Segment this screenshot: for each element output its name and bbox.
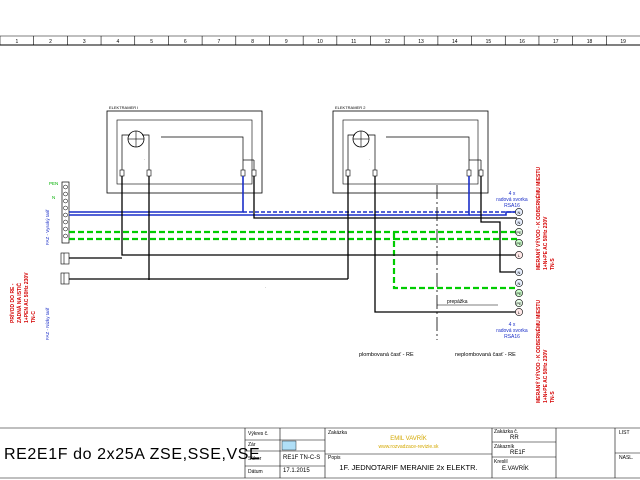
meter-box-2: ELEKTRAMER 2 . <box>332 105 489 194</box>
svg-text:.: . <box>369 156 370 161</box>
zakazka-no-value: RR <box>510 435 519 441</box>
svg-text:PE: PE <box>516 230 522 235</box>
svg-text:N: N <box>518 270 521 275</box>
popis-label: Popis <box>328 455 341 461</box>
company-name: EMIL VAVRÍK <box>390 436 427 442</box>
zakazka-no-label: Zakázka č. <box>494 429 519 435</box>
ruler-number: 3 <box>83 39 86 45</box>
company-web: www.rozvadzace-revizie.sk <box>378 444 439 450</box>
ruler-number: 14 <box>452 39 458 45</box>
zakaznik-value: RE1F <box>510 450 526 456</box>
meter-box-2-label: ELEKTRAMER 2 <box>335 105 366 110</box>
note-line: 1+N+PE AC 50Hz 230V <box>543 216 549 270</box>
svg-text:.: . <box>144 156 145 161</box>
zakaznik-label: Zákazník <box>494 444 515 450</box>
phase-high-label: FAZ - Vysoký tarif <box>45 209 50 245</box>
svg-text:N: N <box>518 220 521 225</box>
pen-label: PEN <box>49 181 58 186</box>
neutral-wiring <box>69 176 517 216</box>
subor-value: RE1F TN-C-S <box>283 455 321 461</box>
svg-text:.: . <box>265 284 266 289</box>
kreslil-value: E.VAVRÍK <box>502 466 529 472</box>
description: 1F. JEDNOTARIF MERANIE 2x ELEKTR. <box>339 463 478 472</box>
note-line: PRÍVOD DO RE - <box>8 283 16 323</box>
ruler-number: 6 <box>184 39 187 45</box>
ruler-number: 15 <box>486 39 492 45</box>
svg-text:PE: PE <box>516 241 522 246</box>
nasl-label: NASL. <box>619 455 634 461</box>
svg-text:N: N <box>518 210 521 215</box>
note-line: ZADNÁ NA ISTIČ <box>16 283 23 323</box>
kreslil-label: Kreslil <box>494 459 508 465</box>
svg-text:L: L <box>518 310 521 315</box>
ruler-number: 2 <box>49 39 52 45</box>
note-line: 1+PEN AC 50Hz 230V <box>24 272 30 323</box>
index-label: Zár <box>248 442 256 448</box>
input-terminal-block: PEN N <box>49 181 70 244</box>
partition-label: prepážka <box>447 299 468 305</box>
terminal-set-bottom <box>515 268 523 316</box>
ruler-number: 12 <box>385 39 391 45</box>
ruler-number: 16 <box>519 39 525 45</box>
ruler-number: 7 <box>218 39 221 45</box>
svg-text:PE: PE <box>516 301 522 306</box>
list-label: LIST <box>619 430 630 436</box>
ruler-number: 10 <box>317 39 323 45</box>
ruler-number: 19 <box>620 39 626 45</box>
title-block <box>0 427 640 479</box>
ruler-number: 5 <box>150 39 153 45</box>
ruler-number: 4 <box>117 39 120 45</box>
svg-text:PE: PE <box>516 291 522 296</box>
ruler-number: 1 <box>15 39 18 45</box>
n-label: N <box>52 195 55 200</box>
ruler-number: 11 <box>351 39 356 45</box>
ruler-number: 9 <box>285 39 288 45</box>
vykres-label: Výkres č. <box>248 431 269 437</box>
input-fuses <box>60 252 70 285</box>
note-line: TN-S <box>550 258 556 270</box>
zakazka-label: Zakázka <box>328 430 347 436</box>
unsealed-area-label: neplombovaná časť - RE <box>455 352 516 358</box>
partition: prepážka <box>436 185 498 340</box>
datum-value: 17.1.2015 <box>283 468 310 474</box>
pe-wiring <box>69 230 517 290</box>
sealed-area-label: plombovaná časť - RE <box>359 352 414 358</box>
ruler-number: 18 <box>587 39 593 45</box>
subor-label: Súbor <box>248 456 262 462</box>
note-line: 1+N+PE AC 50Hz 230V <box>543 349 549 403</box>
svg-text:N: N <box>518 281 521 286</box>
ruler-number: 8 <box>251 39 254 45</box>
meter-box-1: ELEKTRAMER I . <box>106 105 263 194</box>
note-line: MERANÝ VÝVOD - K ODBERNÉMU MIESTU <box>534 300 542 403</box>
meter-box-1-label: ELEKTRAMER I <box>109 105 138 110</box>
note-line: TN-C <box>31 311 37 323</box>
datum-label: Dátum <box>248 469 263 475</box>
svg-text:L: L <box>518 253 521 258</box>
note-line: TN-S <box>550 391 556 403</box>
drawing-title: RE2E1F do 2x25A ZSE,SSE,VSE <box>4 446 261 463</box>
phase-wiring <box>69 176 517 313</box>
ruler-number: 17 <box>553 39 559 45</box>
ruler-number: 13 <box>418 39 424 45</box>
terminal-set-top <box>515 208 523 259</box>
note-line: MERANÝ VÝVOD - K ODBERNÉMU MIESTU <box>534 167 542 270</box>
phase-low-label: FAZ - Nízky tarif <box>45 307 50 340</box>
